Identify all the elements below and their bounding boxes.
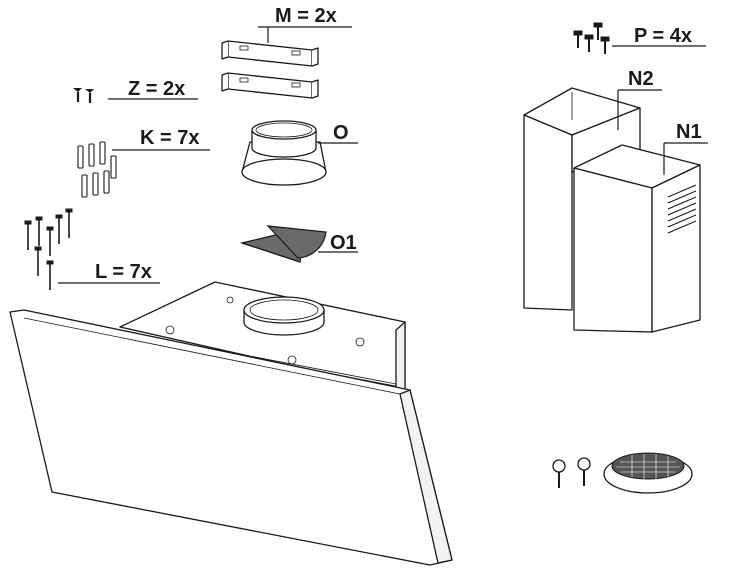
chimney-n1: [573, 144, 701, 333]
label-z: Z = 2x: [128, 78, 185, 100]
cooker-hood-body: [9, 281, 453, 566]
screws-l: [24, 208, 73, 290]
backflow-flaps-o1: [239, 225, 327, 263]
chimney-n2: [523, 87, 641, 311]
recirculation-screws: [552, 457, 591, 488]
bracket-m: [221, 40, 319, 99]
label-k: K = 7x: [140, 127, 199, 149]
carbon-filter: [603, 452, 693, 494]
label-n1: N1: [676, 121, 702, 143]
screws-p: [573, 22, 610, 54]
wall-plugs-k: [77, 141, 117, 198]
label-n2: N2: [628, 68, 654, 90]
duct-adapter-o: [241, 120, 327, 186]
label-m: M = 2x: [275, 5, 337, 27]
label-l: L = 7x: [95, 261, 152, 283]
screws-z: [73, 88, 94, 103]
label-p: P = 4x: [634, 25, 692, 47]
label-o: O: [333, 122, 349, 144]
label-o1: O1: [330, 232, 357, 254]
